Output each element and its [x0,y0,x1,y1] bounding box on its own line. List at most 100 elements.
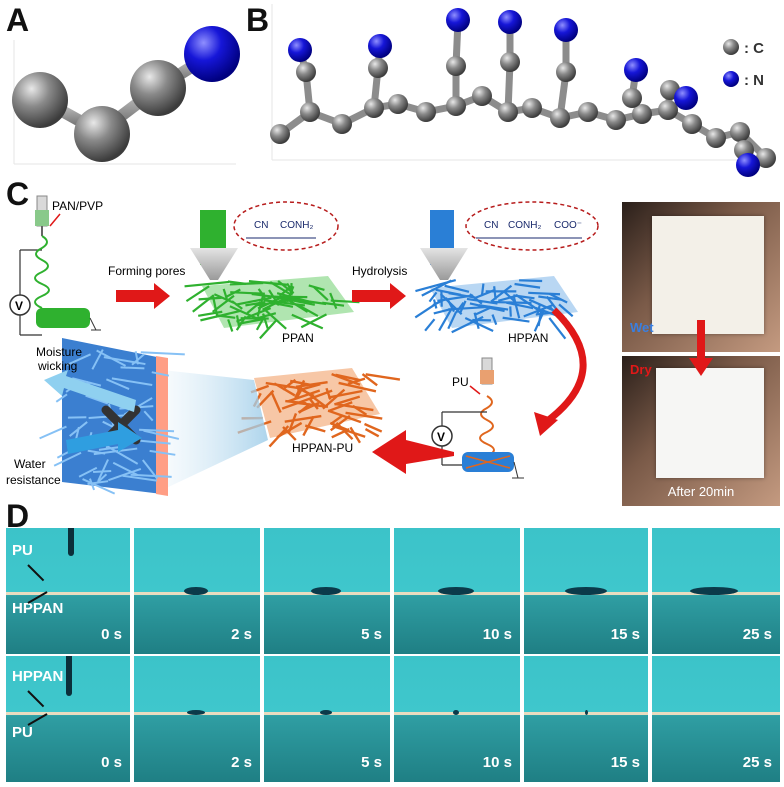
fiber [185,285,210,303]
carbon-atom [446,56,466,76]
fiber [268,289,280,306]
fiber [211,294,219,318]
time-label: 2 s [231,754,252,771]
time-label: 0 s [101,626,122,643]
fiber [91,349,104,370]
fiber [39,425,67,440]
fiber [503,290,517,303]
voltage-symbol: V [15,299,23,313]
fiber [93,447,138,456]
carbon-atom [658,100,678,120]
fiber [265,381,299,390]
fiber [424,318,436,332]
fiber [96,473,108,484]
fiber [291,313,324,330]
fiber [268,425,290,448]
fiber [259,318,278,340]
polymer-atoms [270,8,776,177]
electrospinning-setup-pan: V PAN/PVP [9,195,103,336]
fiber [464,316,494,333]
atom-carbon-3 [130,60,186,116]
timelapse-frame: 25 s [652,656,782,782]
fiber [428,291,438,303]
water-droplet [320,710,332,715]
fiber [236,307,272,323]
time-label: 25 s [742,626,772,643]
fiber [345,411,383,420]
fiber [72,377,102,387]
dispensing-needle-icon [68,528,74,556]
pointer-arrow-icon [27,713,48,726]
collector-drum-green [36,308,90,328]
carbon-atom [706,128,726,148]
time-label: 5 s [361,754,382,771]
fiber [120,366,145,370]
cross-section-view [39,338,185,496]
voltage-source-icon [9,294,31,316]
fiber [502,316,530,323]
fiber [55,393,68,403]
fiber [111,377,153,387]
fiber [433,308,451,315]
fiber [361,373,378,387]
fiber [438,308,453,332]
fiber [548,317,567,340]
hppan-fiber-mat: CN CONH₂ COO⁻ HPPAN [414,201,599,345]
fiber [112,461,138,476]
ppan-label: PPAN [282,331,314,345]
fiber [335,373,361,382]
syringe-label-pan-pvp: PAN/PVP [52,199,103,213]
layer-label-top: HPPAN [12,668,64,685]
fiber [327,409,362,424]
fiber [519,279,543,283]
electrospinning-setup-pu: PU V [431,357,524,479]
carbon-atom [578,102,598,122]
fiber [149,449,176,456]
fiber [297,401,320,414]
fiber [278,285,293,297]
fiber [227,319,234,332]
panel-label-d: D [6,498,30,534]
after-time-label: After 20min [667,484,735,499]
fiber [285,399,307,405]
pointer-arrow-icon [27,690,45,708]
funnel-icon [190,248,238,280]
photo-wet-fabric: Wet [622,202,780,352]
dispensing-needle-icon [66,656,72,696]
fiber [141,459,159,480]
arrow-forming-pores [116,283,170,309]
fiber [277,280,294,294]
water-droplet [438,587,474,595]
timelapse-frame: 5 s [264,656,392,782]
carbon-atom [446,96,466,116]
fiber [66,353,92,366]
timelapse-frame: 2 s [134,656,262,782]
carbon-atom [296,62,316,82]
nitrogen-atom [554,18,578,42]
nitrogen-atom [498,10,522,34]
carbon-atom [364,98,384,118]
fiber [184,280,230,288]
magnification-cone [162,370,268,490]
dry-fabric-patch [656,368,764,478]
fiber [480,283,485,297]
photo-dry-fabric: Dry After 20min [622,356,780,506]
time-label: 0 s [101,754,122,771]
legend-nitrogen-label: : N [744,72,764,89]
fiber [230,291,265,295]
fiber [257,288,266,299]
water-droplet [311,587,341,595]
timelapse-frame: 10 s [394,656,522,782]
time-label: 25 s [742,754,772,771]
fiber [82,478,116,495]
membrane-line [6,592,130,595]
dry-label: Dry [630,362,652,377]
fiber [509,306,512,317]
carbon-atom [300,102,320,122]
fiber [300,313,327,329]
fiber [122,474,157,482]
fiber [78,466,98,478]
fiber [256,389,275,409]
fiber [506,301,534,310]
fiber [421,279,452,297]
